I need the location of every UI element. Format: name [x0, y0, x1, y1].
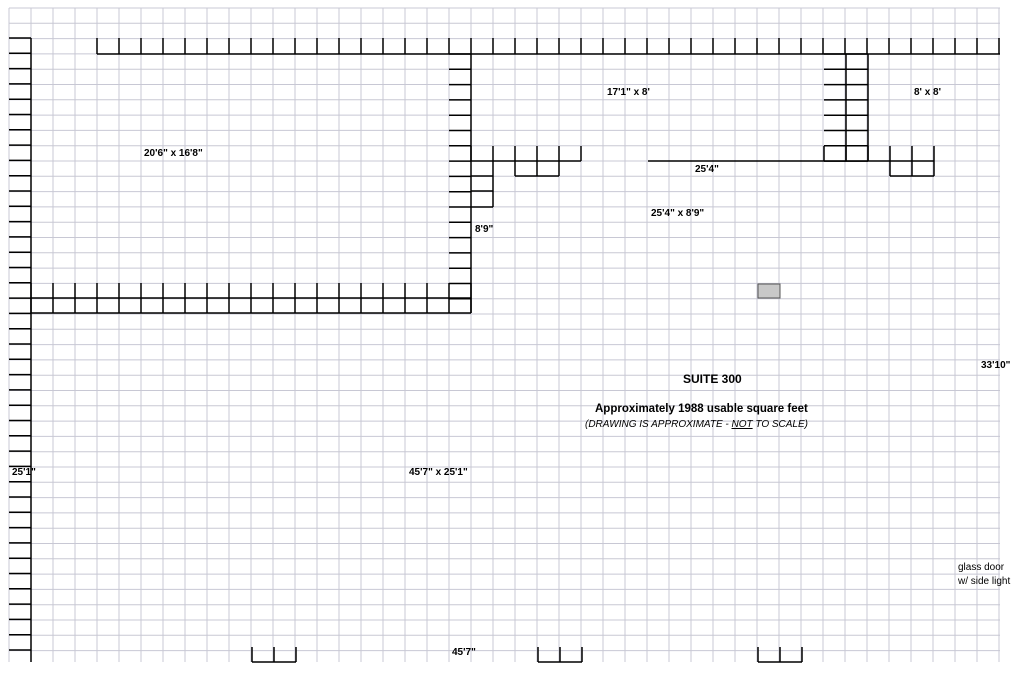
suite-area-text: Approximately 1988 usable square feet: [595, 403, 808, 415]
suite-disclaimer: (DRAWING IS APPROXIMATE - NOT TO SCALE): [585, 420, 808, 430]
dimension-45-7: 45'7": [452, 647, 476, 658]
dimension-33-10: 33'10": [981, 360, 1011, 371]
walls: [9, 37, 1000, 663]
disclaimer-prefix: (DRAWING IS APPROXIMATE -: [585, 419, 732, 430]
room-label-office-c: 8' x 8': [914, 87, 941, 98]
door-label-line1: glass door: [958, 562, 1005, 573]
dimension-25-4: 25'4": [695, 164, 719, 175]
gray-marker: [757, 283, 781, 299]
disclaimer-not: NOT: [731, 419, 753, 430]
disclaimer-suffix: TO SCALE): [752, 419, 808, 430]
room-label-office-a: 20'6" x 16'8": [144, 148, 203, 159]
room-label-area-d: 25'4" x 8'9": [651, 208, 705, 219]
dimension-8-9: 8'9": [475, 224, 494, 235]
room-label-main-area: 45'7" x 25'1": [409, 467, 468, 478]
suite-title: SUITE 300: [683, 372, 742, 386]
room-label-office-b: 17'1" x 8': [607, 87, 650, 98]
door-label: glass door w/ side light: [958, 561, 1010, 589]
dimension-25-1: 25'1": [12, 467, 36, 478]
door-label-line2: w/ side light: [958, 576, 1011, 587]
grid-lines: [8, 7, 1000, 662]
